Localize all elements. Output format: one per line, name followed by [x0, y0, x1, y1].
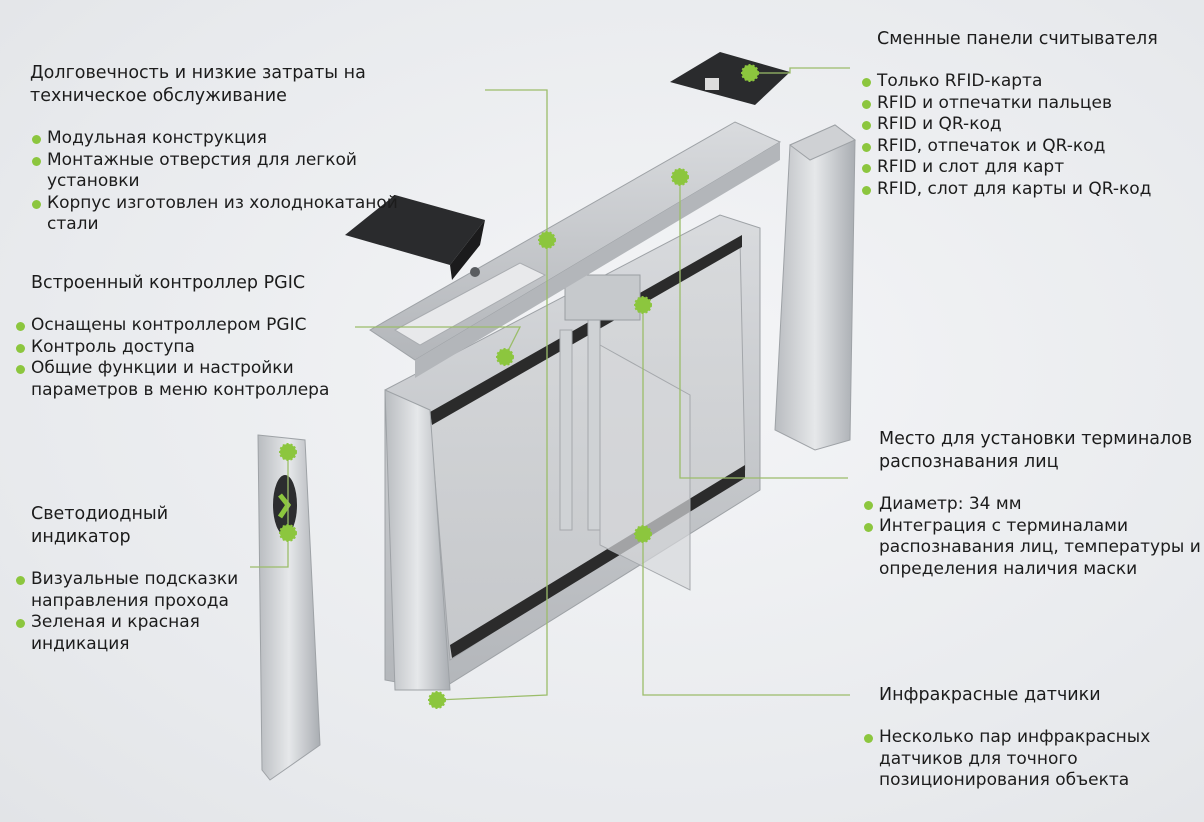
list-item: RFID, слот для карты и QR-код: [860, 179, 1200, 201]
list-item: Монтажные отверстия для легкой установки: [30, 150, 450, 193]
ir-sensors-section: Инфракрасные датчики Несколько пар инфра…: [862, 684, 1202, 792]
reader-panel-top: [670, 52, 790, 105]
list-item: Зеленая и красная индикация: [14, 612, 254, 655]
led-title: Светодиодный индикатор: [31, 504, 169, 547]
list-item: RFID и слот для карт: [860, 157, 1200, 179]
led-section: Светодиодный индикатор Визуальные подска…: [14, 503, 254, 655]
reader-panels-section: Сменные панели считывателя Только RFID-к…: [860, 28, 1200, 200]
list-item: Интеграция с терминалами распознавания л…: [862, 516, 1202, 581]
list-item: Модульная конструкция: [30, 128, 450, 150]
right-post: [774, 124, 856, 451]
list-item: Общие функции и настройки параметров в м…: [14, 358, 364, 401]
callout-markers: [279, 64, 759, 709]
list-item: Оснащены контроллером PGIC: [14, 315, 364, 337]
reader-panels-title: Сменные панели считывателя: [877, 29, 1158, 49]
list-item: Визуальные подсказки направления прохода: [14, 569, 254, 612]
list-item: Только RFID-карта: [860, 71, 1200, 93]
controller-title: Встроенный контроллер PGIC: [31, 273, 306, 293]
reader-panel-left: [345, 195, 485, 280]
list-item: Несколько пар инфракрасных датчиков для …: [862, 727, 1202, 792]
list-item: RFID, отпечаток и QR-код: [860, 136, 1200, 158]
cabinet-body: [384, 214, 761, 691]
controller-section: Встроенный контроллер PGIC Оснащены конт…: [14, 272, 364, 401]
list-item: Контроль доступа: [14, 337, 364, 359]
ir-sensors-title: Инфракрасные датчики: [879, 685, 1101, 705]
leader-lines: [250, 67, 850, 701]
list-item: RFID и отпечатки пальцев: [860, 93, 1200, 115]
left-post: [257, 434, 321, 781]
face-terminal-title: Место для установки терминалов распознав…: [879, 429, 1193, 472]
durability-title: Долговечность и низкие затраты на технич…: [30, 63, 366, 106]
durability-section: Долговечность и низкие затраты на технич…: [30, 62, 450, 236]
list-item: RFID и QR-код: [860, 114, 1200, 136]
list-item: Корпус изготовлен из холоднокатаной стал…: [30, 193, 450, 236]
list-item: Диаметр: 34 мм: [862, 494, 1202, 516]
face-terminal-section: Место для установки терминалов распознав…: [862, 428, 1202, 580]
